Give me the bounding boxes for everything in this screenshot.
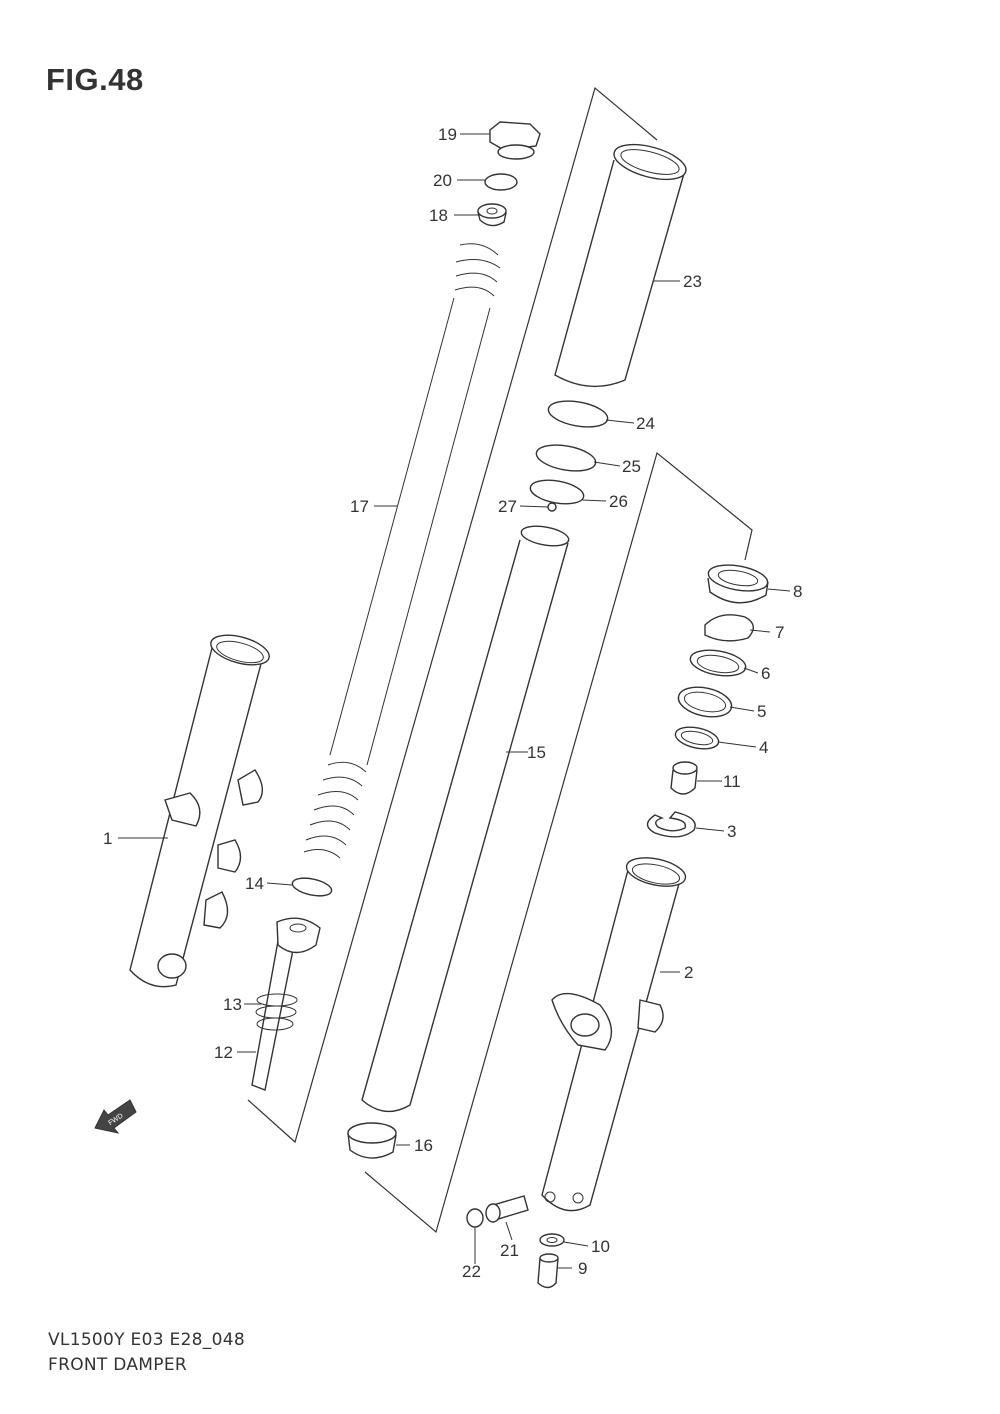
callout-2[interactable]: 2 xyxy=(684,963,693,982)
callout-numbers: 1 2 3 4 5 6 7 8 9 10 11 12 13 14 15 16 1… xyxy=(103,125,802,1281)
figure-title: FIG.48 xyxy=(46,62,144,97)
part-14-o-ring[interactable] xyxy=(291,875,333,899)
part-15-inner-tube[interactable] xyxy=(361,523,570,1113)
callout-27[interactable]: 27 xyxy=(498,497,517,516)
callout-7[interactable]: 7 xyxy=(775,623,784,642)
callout-10[interactable]: 10 xyxy=(591,1237,610,1256)
part-23-outer-tube[interactable] xyxy=(554,138,690,388)
part-3-snap-ring[interactable] xyxy=(646,811,696,838)
part-18-spacer[interactable] xyxy=(477,203,507,227)
model-code-caption: VL1500Y E03 E28_048 xyxy=(48,1330,245,1350)
fwd-arrow-icon: FWD xyxy=(94,1099,137,1134)
part-9-bolt[interactable] xyxy=(537,1253,559,1289)
callout-9[interactable]: 9 xyxy=(578,1259,587,1278)
callout-19[interactable]: 19 xyxy=(438,125,457,144)
part-21-bolt[interactable] xyxy=(485,1195,529,1223)
part-11-oil-lock-piece[interactable] xyxy=(670,761,698,795)
part-24-oil-seal[interactable] xyxy=(546,397,609,431)
part-25-ring[interactable] xyxy=(534,441,597,475)
part-16-bushing[interactable] xyxy=(347,1122,397,1159)
part-7-stopper-ring[interactable] xyxy=(704,614,754,642)
callout-26[interactable]: 26 xyxy=(609,492,628,511)
callout-15[interactable]: 15 xyxy=(527,743,546,762)
part-2-outer-tube-right[interactable] xyxy=(541,853,688,1212)
callout-14[interactable]: 14 xyxy=(245,874,264,893)
part-1-outer-tube-left[interactable] xyxy=(129,630,272,988)
part-10-gasket[interactable] xyxy=(539,1233,565,1247)
callout-4[interactable]: 4 xyxy=(759,738,768,757)
part-27-clip[interactable] xyxy=(547,502,557,512)
part-12-damper-rod[interactable] xyxy=(251,917,321,1091)
part-26-ring[interactable] xyxy=(529,476,586,507)
callout-3[interactable]: 3 xyxy=(727,822,736,841)
part-8-dust-seal[interactable] xyxy=(706,561,769,604)
callout-8[interactable]: 8 xyxy=(793,582,802,601)
callout-1[interactable]: 1 xyxy=(103,829,112,848)
callout-17[interactable]: 17 xyxy=(350,497,369,516)
figure-name-caption: FRONT DAMPER xyxy=(48,1355,187,1375)
part-17-fork-spring[interactable] xyxy=(303,243,501,859)
callout-6[interactable]: 6 xyxy=(761,664,770,683)
callout-20[interactable]: 20 xyxy=(433,171,452,190)
callout-18[interactable]: 18 xyxy=(429,206,448,225)
part-19-cap-bolt[interactable] xyxy=(489,121,541,160)
part-4-guide-bushing[interactable] xyxy=(673,724,720,753)
leader-lines xyxy=(118,133,791,1269)
callout-11[interactable]: 11 xyxy=(723,772,741,791)
callout-16[interactable]: 16 xyxy=(414,1136,433,1155)
part-22-washer[interactable] xyxy=(466,1208,484,1228)
callout-25[interactable]: 25 xyxy=(622,457,641,476)
assembly-lines xyxy=(247,86,753,1234)
callout-23[interactable]: 23 xyxy=(683,272,702,291)
part-6-oil-seal[interactable] xyxy=(688,646,747,679)
callout-21[interactable]: 21 xyxy=(500,1241,519,1260)
part-5-washer[interactable] xyxy=(676,683,735,722)
part-13-piston-ring[interactable] xyxy=(255,993,298,1031)
callout-12[interactable]: 12 xyxy=(214,1043,233,1062)
callout-5[interactable]: 5 xyxy=(757,702,766,721)
part-20-o-ring[interactable] xyxy=(484,173,518,191)
callout-22[interactable]: 22 xyxy=(462,1262,481,1281)
callout-13[interactable]: 13 xyxy=(223,995,242,1014)
callout-24[interactable]: 24 xyxy=(636,414,655,433)
